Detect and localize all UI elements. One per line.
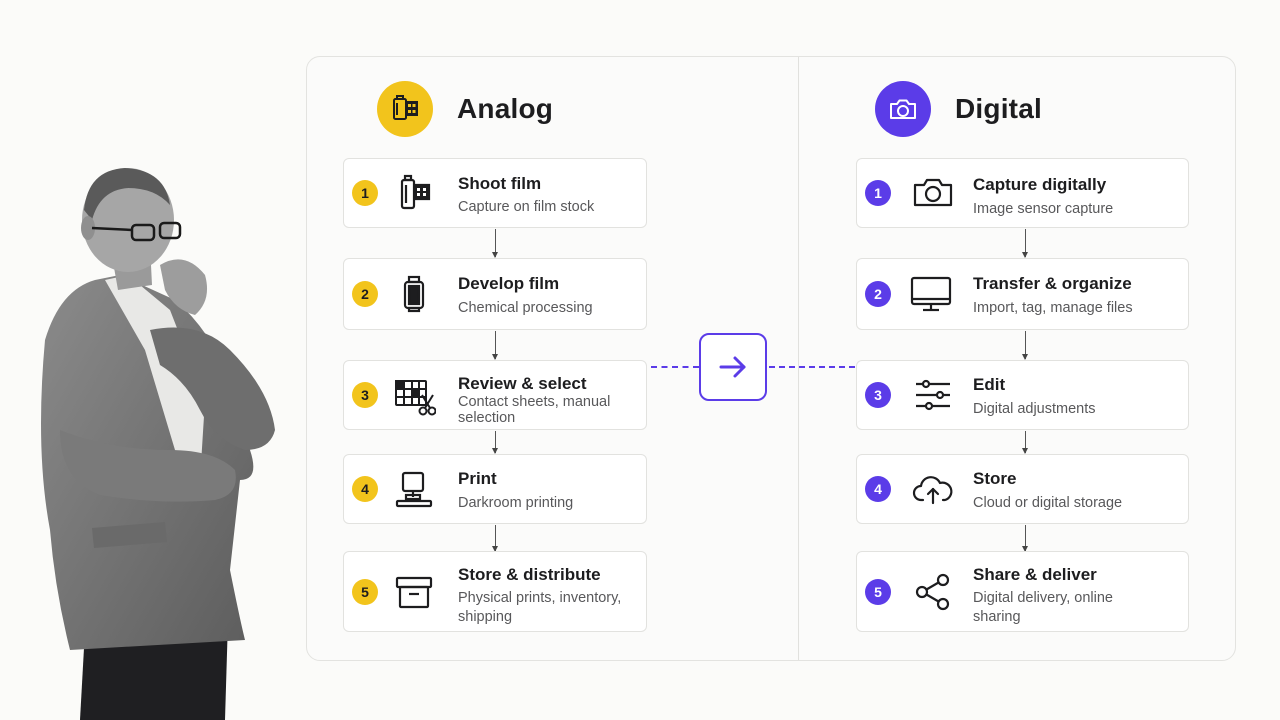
- step-subtitle: Digital delivery, online sharing: [973, 590, 1113, 625]
- step-subtitle: Capture on film stock: [458, 199, 595, 215]
- camera-icon: [911, 171, 955, 215]
- analog-step-4: 4 Print Darkroom printing: [343, 454, 647, 524]
- step-number: 4: [865, 476, 891, 502]
- analog-arrow-4: [492, 525, 498, 552]
- step-number: 3: [352, 382, 378, 408]
- step-number: 1: [865, 180, 891, 206]
- digital-step-2: 2 Transfer & organize Import, tag, manag…: [856, 258, 1189, 330]
- step-number: 5: [352, 578, 378, 605]
- digital-title: Digital: [955, 93, 1042, 124]
- archive-box-icon: [392, 570, 436, 614]
- comparison-panel: Analog Digital 1 Shoot film: [306, 56, 1236, 661]
- step-subtitle: Digital adjustments: [973, 401, 1096, 417]
- step-subtitle: Darkroom printing: [458, 495, 574, 511]
- step-title: Review & select: [458, 374, 587, 393]
- step-title: Print: [458, 469, 497, 488]
- thinking-man-photo: [41, 168, 275, 720]
- step-number: 5: [865, 578, 891, 605]
- share-icon: [911, 570, 955, 614]
- analog-step-3: 3 Review & select Contact sheets, manual…: [343, 360, 647, 430]
- analog-arrow-2: [492, 331, 498, 360]
- digital-header: Digital: [875, 81, 1042, 137]
- step-subtitle: Contact sheets, manual selection: [458, 394, 611, 426]
- analog-step-5: 5 Store & distribute Physical prints, in…: [343, 551, 647, 632]
- step-number: 4: [352, 476, 378, 502]
- film-roll-icon: [392, 171, 436, 215]
- digital-arrow-4: [1022, 525, 1028, 552]
- step-number: 3: [865, 382, 891, 408]
- digital-step-4: 4 Store Cloud or digital storage: [856, 454, 1189, 524]
- analog-header: Analog: [377, 81, 553, 137]
- step-title: Shoot film: [458, 174, 542, 193]
- sliders-icon: [911, 373, 955, 417]
- monitor-icon: [909, 272, 953, 316]
- step-title: Share & deliver: [973, 565, 1097, 584]
- enlarger-icon: [392, 467, 436, 511]
- analog-title: Analog: [457, 93, 554, 124]
- camera-icon: [875, 81, 931, 137]
- step-subtitle: Physical prints, inventory, shipping: [458, 590, 622, 625]
- step-title: Edit: [973, 375, 1006, 394]
- step-number: 1: [352, 180, 378, 206]
- analog-arrow-3: [492, 431, 498, 454]
- digital-step-1: 1 Capture digitally Image sensor capture: [856, 158, 1189, 228]
- step-title: Develop film: [458, 274, 560, 293]
- step-subtitle: Image sensor capture: [973, 201, 1114, 217]
- step-number: 2: [865, 281, 891, 307]
- analog-step-1: 1 Shoot film Capture on film stock: [343, 158, 647, 228]
- digital-step-5: 5 Share & deliver Digital delivery, onli…: [856, 551, 1189, 632]
- step-subtitle: Import, tag, manage files: [973, 300, 1133, 316]
- transition-button[interactable]: [699, 333, 767, 401]
- digital-arrow-1: [1022, 229, 1028, 258]
- step-title: Store: [973, 469, 1017, 488]
- column-divider: [798, 57, 799, 660]
- step-number: 2: [352, 281, 378, 307]
- dashed-connector-right: [769, 366, 855, 368]
- dashed-connector-left: [651, 366, 699, 368]
- digital-step-3: 3 Edit Digital adjustments: [856, 360, 1189, 430]
- contact-sheet-scissors-icon: [392, 373, 437, 417]
- digital-arrow-2: [1022, 331, 1028, 360]
- film-canister-icon: [392, 272, 436, 316]
- analog-arrow-1: [492, 229, 498, 258]
- step-title: Transfer & organize: [973, 274, 1132, 293]
- step-title: Capture digitally: [973, 175, 1107, 194]
- arrow-right-icon: [719, 356, 746, 378]
- analog-step-2: 2 Develop film Chemical processing: [343, 258, 647, 330]
- cloud-upload-icon: [911, 467, 955, 511]
- step-subtitle: Cloud or digital storage: [973, 495, 1123, 511]
- step-subtitle: Chemical processing: [458, 300, 593, 316]
- film-canister-icon: [377, 81, 433, 137]
- digital-arrow-3: [1022, 431, 1028, 454]
- step-title: Store & distribute: [458, 565, 601, 584]
